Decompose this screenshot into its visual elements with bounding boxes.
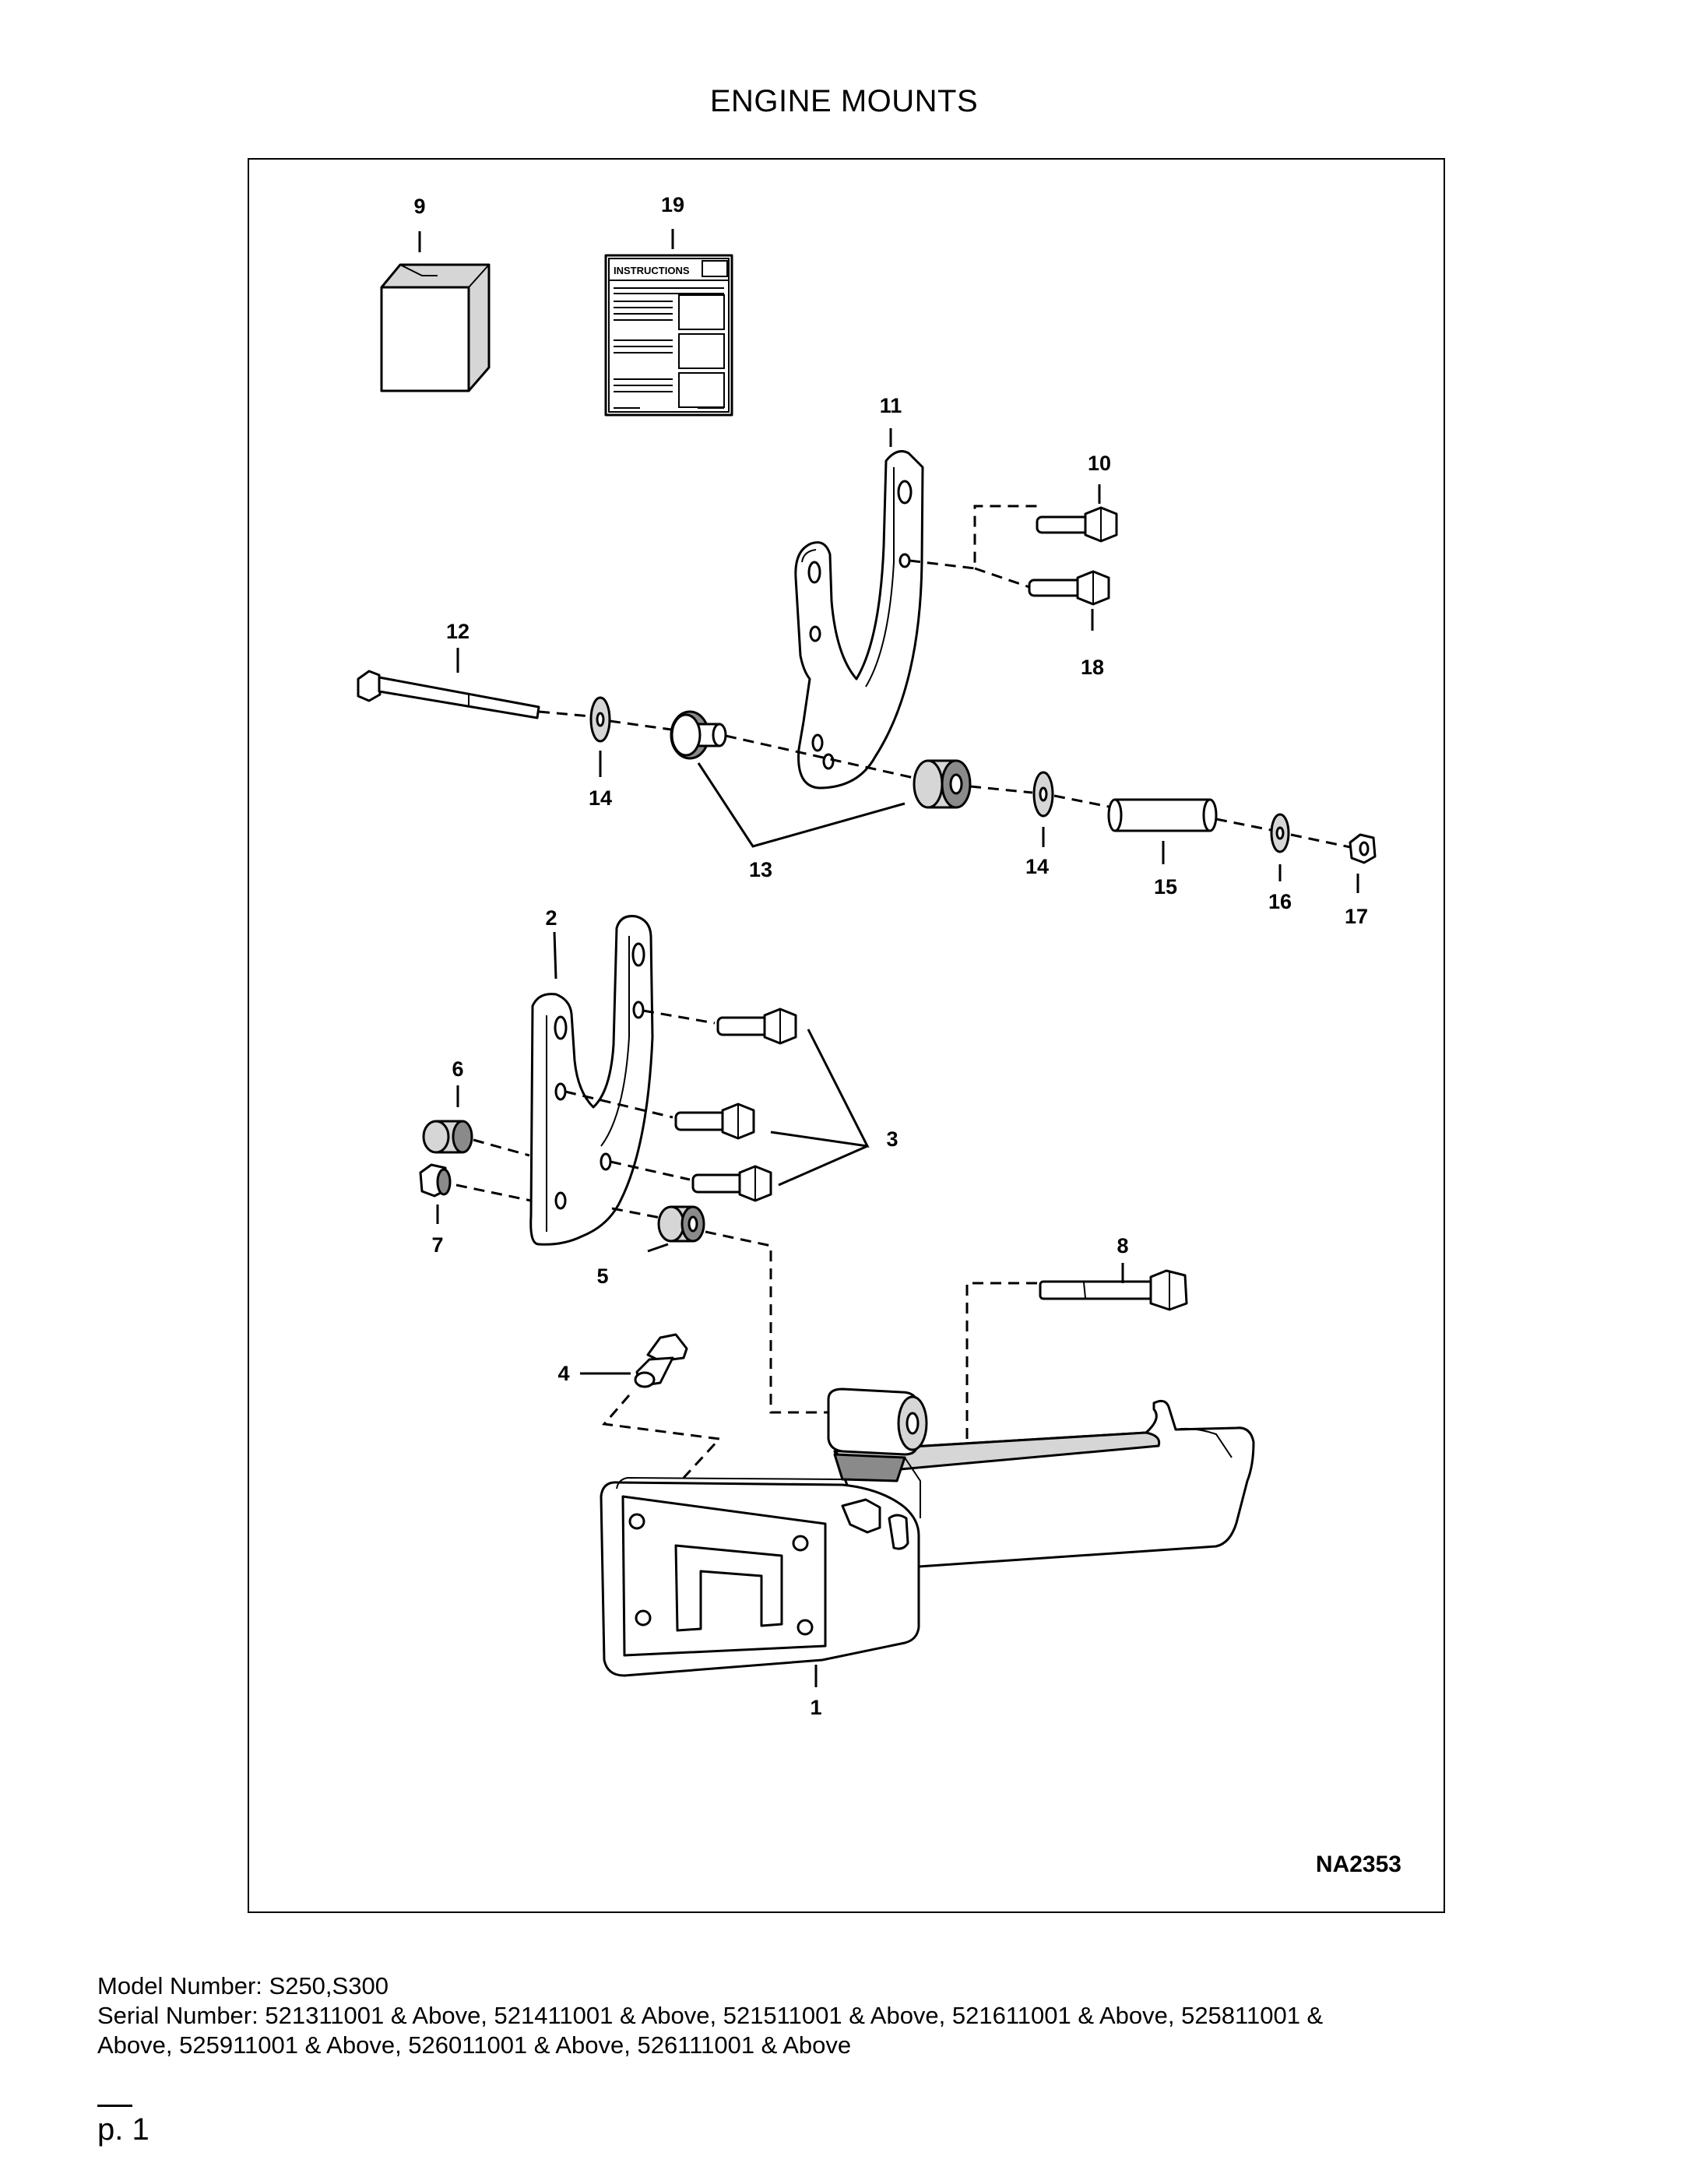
part-7-flange-nut (419, 1163, 452, 1198)
page-number-rule (97, 2105, 132, 2107)
part-18-bolt (1028, 570, 1110, 606)
part-13-bushing-right (913, 759, 972, 809)
part-10-bolt (1036, 506, 1118, 543)
page-title: ENGINE MOUNTS (709, 84, 979, 118)
instructions-label: INSTRUCTIONS (614, 265, 690, 276)
part-3-bolt-lower (691, 1165, 772, 1202)
part-11-upper-bracket (794, 450, 924, 790)
callout-19: 19 (661, 193, 684, 216)
callout-2: 2 (545, 906, 557, 930)
part-2-lower-bracket (529, 915, 654, 1246)
serial-numbers-line-2: Above, 525911001 & Above, 526011001 & Ab… (97, 2031, 852, 2059)
callout-18: 18 (1081, 656, 1104, 679)
part-12-long-bolt (357, 670, 540, 719)
part-14-washer-left (589, 696, 611, 743)
part-16-washer (1270, 813, 1290, 853)
exploded-parts-diagram: 9 INSTRUCTIONS 19 11 (357, 193, 1401, 1877)
footer: Model Number: S250,S300 Serial Number: 5… (97, 1971, 1600, 2060)
callout-3: 3 (886, 1127, 898, 1151)
callout-15: 15 (1154, 875, 1177, 899)
part-5-spacer (657, 1205, 705, 1243)
callout-14-left: 14 (589, 786, 612, 810)
callout-14-right: 14 (1025, 855, 1049, 878)
callout-6: 6 (452, 1057, 463, 1081)
callout-9: 9 (413, 195, 425, 218)
callout-17: 17 (1345, 905, 1368, 928)
part-17-nut (1349, 833, 1377, 864)
part-8-long-bolt (1039, 1269, 1188, 1311)
callout-10: 10 (1088, 452, 1111, 475)
callout-13: 13 (749, 858, 772, 881)
page-number: p. 1 (97, 2112, 149, 2147)
callout-7: 7 (431, 1233, 443, 1257)
parts-diagram-frame: 9 INSTRUCTIONS 19 11 (248, 158, 1445, 1913)
callout-8: 8 (1117, 1234, 1128, 1257)
part-19-instructions-sheet: INSTRUCTIONS (604, 254, 733, 417)
part-3-bolt-middle (674, 1103, 755, 1140)
drawing-code: NA2353 (1316, 1852, 1401, 1877)
part-1-engine-mount-frame (600, 1387, 1255, 1677)
part-6-spacer (422, 1120, 473, 1154)
model-number: Model Number: S250,S300 (97, 1972, 389, 1999)
callout-11: 11 (880, 394, 902, 417)
part-14-washer-right (1032, 771, 1054, 818)
callout-4: 4 (557, 1362, 569, 1385)
callout-1: 1 (810, 1696, 821, 1719)
part-3-bolt-upper (716, 1008, 797, 1045)
part-15-spacer (1107, 798, 1218, 832)
part-4-bolt (634, 1333, 688, 1388)
part-13-bushing-left (670, 710, 727, 760)
serial-numbers-line-1: Serial Number: 521311001 & Above, 521411… (97, 2002, 1324, 2029)
part-9-box (380, 263, 491, 392)
callout-5: 5 (596, 1264, 608, 1288)
callout-16: 16 (1268, 890, 1292, 913)
callout-12: 12 (446, 620, 469, 643)
